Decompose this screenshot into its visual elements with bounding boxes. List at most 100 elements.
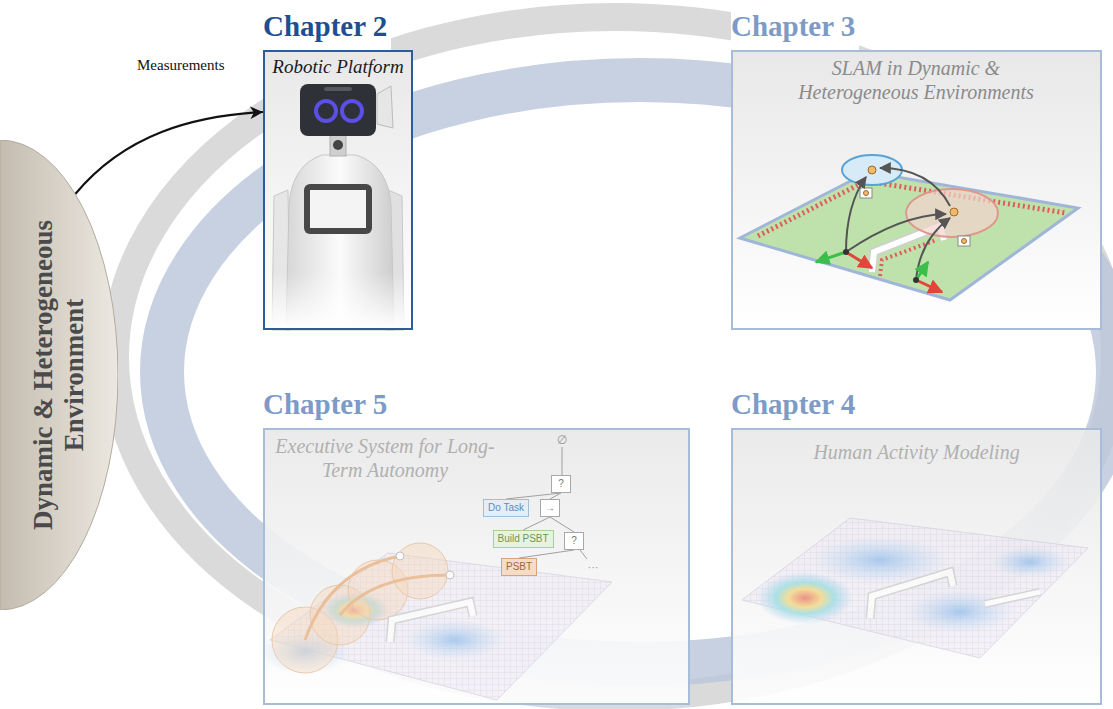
circle-shape	[868, 166, 876, 174]
ellipse-shape	[905, 590, 1015, 634]
chapter-subtitle: Executive System for Long-Term Autonomy	[275, 434, 495, 482]
node-label: ?	[558, 478, 564, 489]
chapter-heading: Chapter 2	[263, 6, 391, 50]
action-node: Build PSBT	[493, 530, 554, 548]
ellipse-shape	[260, 630, 350, 674]
circle-shape	[316, 101, 336, 121]
path-shape	[916, 218, 950, 280]
circle-shape	[843, 249, 849, 255]
polyline-shape	[985, 592, 1040, 604]
circle-shape	[310, 585, 370, 645]
tree-link	[519, 550, 574, 558]
node-label: →	[545, 502, 555, 513]
edge-label-holder: Measurements	[137, 56, 224, 74]
polygon-shape	[742, 518, 1088, 658]
environment-text: Dynamic & Heterogeneous Environment	[28, 205, 90, 545]
edge-label: Measurements	[137, 57, 224, 73]
circle-shape	[342, 101, 362, 121]
path-shape	[286, 155, 394, 330]
node-label: ?	[571, 535, 577, 546]
tree-leader-lines	[562, 447, 587, 559]
circle-shape	[446, 571, 454, 579]
label-holder: ∅	[557, 430, 567, 448]
chapter-box: Chapter 4 Human Activity Modeling	[731, 384, 1102, 705]
rect-shape	[310, 190, 366, 228]
circle-shape	[348, 560, 408, 620]
chapter-heading: Chapter 4	[731, 384, 859, 428]
environment-disc: Dynamic & Heterogeneous Environment	[0, 140, 118, 610]
line-shape	[580, 550, 587, 559]
ellipse-shape	[906, 189, 998, 237]
circle-shape	[864, 191, 869, 196]
rect-shape	[324, 87, 352, 91]
node-label: PSBT	[506, 561, 532, 572]
ellipsis-mark: ···	[588, 561, 599, 573]
rect-shape	[860, 188, 872, 198]
path-shape	[377, 86, 393, 128]
executive-scene	[260, 543, 612, 700]
node-label: Do Task	[488, 502, 524, 513]
subtree-node: PSBT	[501, 558, 537, 576]
path-shape	[340, 575, 450, 615]
rect-shape	[731, 50, 1102, 330]
chapter-box: Chapter 2 Robotic Platform	[263, 6, 413, 330]
activity-heatmap	[742, 518, 1088, 658]
path-shape	[846, 214, 946, 252]
polyline-shape	[985, 592, 1040, 604]
circle-shape	[913, 277, 919, 283]
chapter-heading: Chapter 3	[731, 6, 859, 50]
polygon-shape	[740, 172, 1078, 300]
environment-label: Dynamic & Heterogeneous Environment	[28, 205, 90, 545]
rect-shape	[330, 134, 346, 156]
line-shape	[916, 280, 942, 292]
rect-shape	[958, 236, 970, 246]
ellipse-shape	[405, 620, 505, 660]
polyline-shape	[872, 226, 944, 272]
rect-shape	[300, 84, 376, 136]
path-shape	[386, 190, 404, 330]
polyline-shape	[870, 572, 953, 618]
path-shape	[305, 556, 400, 640]
polyline-shape	[758, 181, 1066, 236]
node-label: Build PSBT	[498, 533, 549, 544]
polyline-shape	[390, 602, 473, 642]
rect-shape	[304, 184, 372, 234]
circle-shape	[396, 552, 404, 560]
circle-shape	[333, 140, 343, 150]
rect-shape	[263, 428, 690, 705]
selector-node: ?	[564, 532, 584, 550]
action-node: Do Task	[483, 499, 529, 517]
ellipse-shape	[842, 155, 902, 185]
chapter-frame	[263, 50, 413, 330]
line-shape	[562, 447, 563, 475]
half-disc	[0, 140, 118, 610]
chapter-box: Chapter 5Executive System for Long-Term …	[263, 384, 690, 705]
path-shape	[880, 168, 950, 206]
circle-shape	[392, 543, 448, 599]
ellipse-shape	[810, 536, 950, 584]
rect-shape	[264, 272, 412, 329]
box-backgrounds	[263, 50, 1102, 705]
sequence-node: →	[540, 499, 560, 517]
polyline-shape	[880, 240, 936, 276]
path-shape	[272, 190, 290, 330]
chapter-frame	[731, 428, 1102, 705]
circle-shape	[950, 208, 958, 216]
polyline-shape	[872, 226, 944, 272]
slam-scene	[740, 155, 1078, 300]
chapter-subtitle: Robotic Platform	[265, 56, 411, 79]
circle-shape	[272, 607, 338, 673]
chapter-subtitle: Human Activity Modeling	[731, 440, 1102, 464]
line-shape	[816, 252, 846, 262]
selector-node: ?	[551, 475, 571, 493]
ellipse-shape	[321, 592, 389, 628]
ellipse-shape	[990, 546, 1070, 578]
ellipse-shape	[757, 572, 853, 624]
line-shape	[916, 262, 928, 280]
measurement-arrow	[75, 112, 263, 194]
polygon-shape	[270, 553, 612, 700]
label-holder: ···	[588, 557, 599, 575]
polyline-shape	[390, 602, 473, 642]
